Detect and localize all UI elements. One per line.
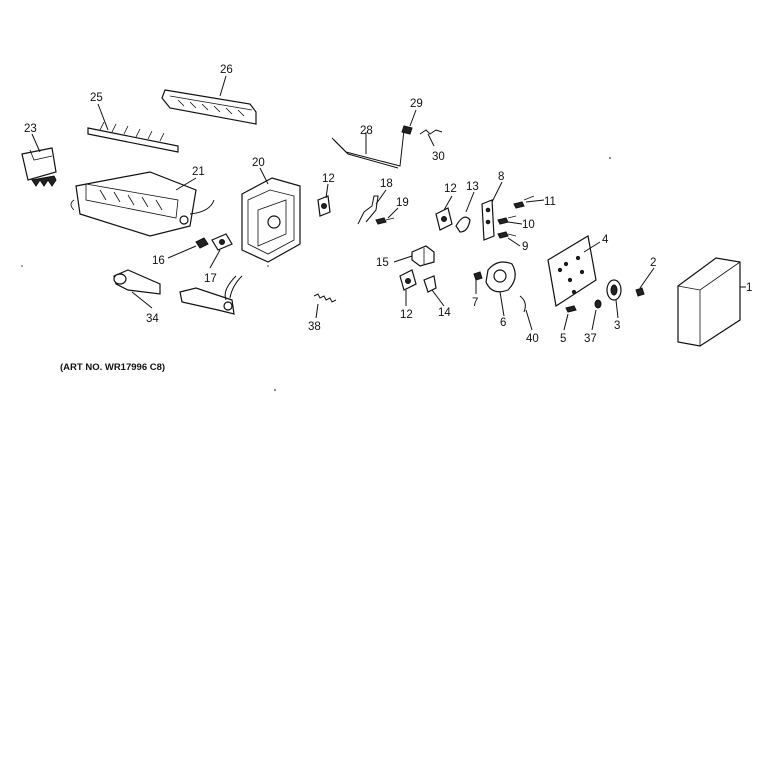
callout-29: 29 xyxy=(410,98,423,110)
part-12a-bracket[interactable] xyxy=(317,195,331,217)
leader-lines xyxy=(31,75,746,331)
callout-19: 19 xyxy=(396,197,409,209)
callout-11: 11 xyxy=(544,196,556,208)
callout-9: 9 xyxy=(522,241,528,253)
part-4-mounting-plate[interactable] xyxy=(547,235,597,307)
part-23-thermostat[interactable] xyxy=(21,147,57,187)
callout-7: 7 xyxy=(472,297,478,309)
callout-2: 2 xyxy=(650,257,656,269)
part-19-screw[interactable] xyxy=(375,217,395,225)
scan-specks xyxy=(21,157,611,391)
part-28-feeler-arm[interactable] xyxy=(331,129,405,169)
callout-10: 10 xyxy=(522,219,535,231)
part-3-motor-gear[interactable] xyxy=(606,279,622,301)
part-18-switch-arm[interactable] xyxy=(357,195,379,225)
part-25-ejector[interactable] xyxy=(87,121,179,153)
callout-26: 26 xyxy=(220,64,233,76)
callout-1: 1 xyxy=(746,282,752,294)
art-number-caption: (ART NO. WR17996 C8) xyxy=(60,362,165,373)
part-20-housing[interactable] xyxy=(241,177,301,263)
wire-harness[interactable] xyxy=(179,275,243,315)
callout-15: 15 xyxy=(376,257,389,269)
callout-12c: 12 xyxy=(400,309,413,321)
callout-4: 4 xyxy=(602,234,609,246)
part-30-spring[interactable] xyxy=(419,129,443,135)
part-21-ice-mold[interactable] xyxy=(70,171,215,237)
part-7-screw[interactable] xyxy=(473,271,483,281)
part-6-cam[interactable] xyxy=(485,261,516,293)
part-29-screw[interactable] xyxy=(401,125,413,135)
part-12b-bracket[interactable] xyxy=(435,207,453,231)
part-15-valve[interactable] xyxy=(411,245,435,267)
callout-37: 37 xyxy=(584,333,597,345)
part-14-clip[interactable] xyxy=(423,275,437,293)
callout-21: 21 xyxy=(192,166,205,178)
callout-17: 17 xyxy=(204,273,217,285)
callout-labels: 1 2 3 4 5 6 7 8 9 10 11 12 12 12 13 14 1… xyxy=(24,64,752,345)
callout-12b: 12 xyxy=(444,183,457,195)
part-13-gasket[interactable] xyxy=(455,216,471,233)
callout-18: 18 xyxy=(380,178,393,190)
callout-13: 13 xyxy=(466,181,479,193)
callout-23: 23 xyxy=(24,123,37,135)
callout-38: 38 xyxy=(308,321,321,333)
part-34-fill-cup[interactable] xyxy=(113,269,161,295)
callout-40: 40 xyxy=(526,333,539,345)
callout-6: 6 xyxy=(500,317,506,329)
part-9-screw[interactable] xyxy=(497,231,517,239)
part-17-coupler[interactable] xyxy=(211,233,233,251)
part-2-screw[interactable] xyxy=(635,287,645,297)
part-8-switch[interactable] xyxy=(481,199,495,241)
callout-25: 25 xyxy=(90,92,103,104)
callout-12a: 12 xyxy=(322,173,335,185)
part-37-washer[interactable] xyxy=(594,299,602,309)
callout-8: 8 xyxy=(498,171,504,183)
callout-5: 5 xyxy=(560,333,566,345)
callout-20: 20 xyxy=(252,157,265,169)
callout-3: 3 xyxy=(614,320,620,332)
part-40-spring[interactable] xyxy=(519,295,526,313)
part-12c-bracket[interactable] xyxy=(399,269,417,291)
callout-30: 30 xyxy=(432,151,445,163)
callout-28: 28 xyxy=(360,125,373,137)
part-11-screw[interactable] xyxy=(513,195,535,209)
part-26-cover[interactable] xyxy=(161,89,257,125)
part-38-spring[interactable] xyxy=(313,293,337,303)
callout-16: 16 xyxy=(152,255,165,267)
part-5-screw[interactable] xyxy=(565,305,577,313)
part-16-bearing[interactable] xyxy=(195,237,209,249)
part-1-front-cover[interactable] xyxy=(677,257,741,347)
callout-14: 14 xyxy=(438,307,451,319)
callout-34: 34 xyxy=(146,313,159,325)
